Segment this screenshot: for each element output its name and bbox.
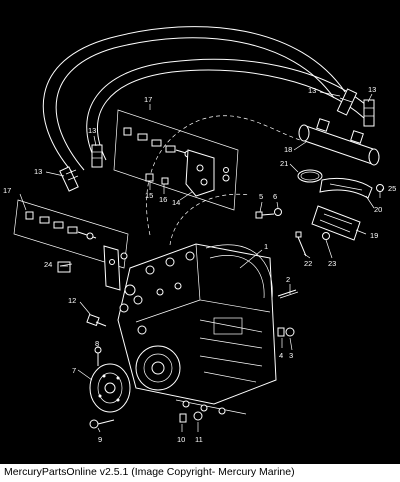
drive-coupler — [89, 363, 131, 413]
fitting-24 — [57, 261, 71, 273]
bolt-5 — [255, 211, 275, 219]
exploded-parts-diagram: 1 2 3 4 5 6 7 8 9 10 11 12 13 13 13 13 1… — [3, 26, 396, 444]
cooler-hose-lower — [86, 58, 375, 163]
washer-11 — [193, 411, 203, 421]
hardware-kit-lower — [13, 199, 129, 291]
hose-route-dashed — [146, 115, 301, 236]
callout-labels: 1 2 3 4 5 6 7 8 9 10 11 12 13 13 13 13 1… — [3, 85, 396, 444]
callout-13-mid: 13 — [88, 126, 96, 135]
hose-fitting-mid — [91, 144, 103, 168]
callout-10: 10 — [177, 435, 185, 444]
callout-9: 9 — [98, 435, 102, 444]
bolt-9 — [89, 419, 115, 429]
cooler-mounting-bracket — [311, 205, 361, 241]
hose-fitting-left — [59, 166, 79, 192]
screw-25 — [376, 184, 384, 192]
callout-19: 19 — [370, 231, 378, 240]
bolt-8 — [94, 346, 102, 366]
leader-lines — [19, 91, 385, 433]
callout-6: 6 — [273, 192, 277, 201]
callout-13-right-1: 13 — [308, 86, 316, 95]
callout-7: 7 — [72, 366, 76, 375]
cooler-hose-upper — [42, 26, 346, 173]
callout-23: 23 — [328, 259, 336, 268]
callout-20: 20 — [374, 205, 382, 214]
nut-4 — [277, 327, 285, 337]
callout-17-lower: 17 — [3, 186, 11, 195]
callout-3: 3 — [289, 351, 293, 360]
copyright-caption: MercuryPartsOnline v2.5.1 (Image Copyrig… — [4, 466, 295, 478]
caption-bar: MercuryPartsOnline v2.5.1 (Image Copyrig… — [0, 464, 400, 482]
callout-4: 4 — [279, 351, 283, 360]
callout-8: 8 — [95, 339, 99, 348]
callout-5: 5 — [259, 192, 263, 201]
callout-16: 16 — [159, 195, 167, 204]
callout-1: 1 — [264, 242, 268, 251]
callout-24: 24 — [44, 260, 52, 269]
callout-18: 18 — [284, 145, 292, 154]
hardware-kit-upper — [113, 109, 239, 211]
hose-route-dashed-2 — [169, 193, 251, 246]
transmission-housing — [117, 243, 277, 415]
callout-12: 12 — [68, 296, 76, 305]
fitting-12 — [86, 313, 107, 327]
stud-2 — [277, 289, 299, 299]
washer-3 — [285, 327, 295, 337]
washer-23 — [322, 232, 330, 240]
callout-13-left: 13 — [34, 167, 42, 176]
callout-17-upper: 17 — [144, 95, 152, 104]
nut-10 — [179, 413, 187, 423]
cooler-strap — [319, 177, 373, 199]
callout-13-right-2: 13 — [368, 85, 376, 94]
washer-6 — [274, 208, 282, 216]
callout-21: 21 — [280, 159, 288, 168]
bolt-22 — [295, 231, 307, 257]
oil-cooler — [298, 118, 380, 166]
callout-14: 14 — [172, 198, 180, 207]
callout-11: 11 — [195, 435, 203, 444]
callout-15: 15 — [145, 191, 153, 200]
hose-fitting-right-2 — [363, 99, 375, 127]
callout-25: 25 — [388, 184, 396, 193]
callout-2: 2 — [286, 275, 290, 284]
hose-fitting-right-1 — [336, 88, 358, 116]
callout-22: 22 — [304, 259, 312, 268]
